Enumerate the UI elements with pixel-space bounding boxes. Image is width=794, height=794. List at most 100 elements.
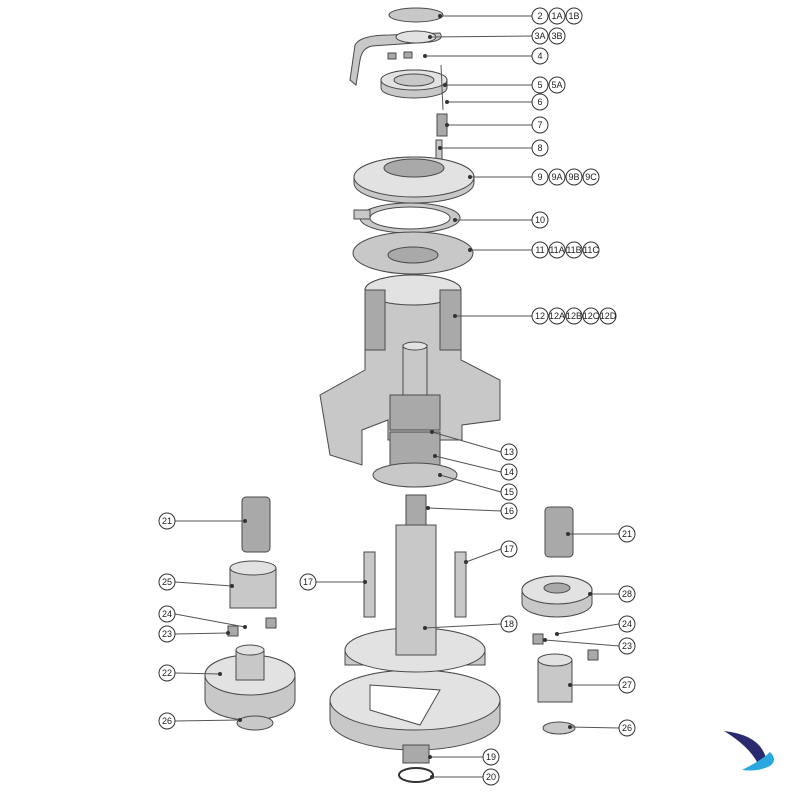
right-roller-bearing-part bbox=[544, 506, 574, 558]
bottom-bearing-part bbox=[402, 744, 430, 764]
base-spindle-part bbox=[395, 524, 437, 656]
leader-line bbox=[431, 431, 502, 453]
parts bbox=[204, 7, 599, 783]
callout-bottom-ring: 20 bbox=[430, 768, 500, 786]
callout-gear-pin-right: 17 bbox=[464, 540, 518, 564]
left-pawl-part bbox=[227, 625, 239, 637]
logo-dark-swoosh bbox=[724, 731, 767, 768]
callout-circle bbox=[158, 573, 176, 591]
callout-label: 23 bbox=[162, 629, 172, 639]
callout-label: 6 bbox=[537, 97, 542, 107]
roller-bearing-upper-part bbox=[389, 394, 441, 431]
callout-label: 17 bbox=[303, 577, 313, 587]
leader-dot bbox=[468, 248, 472, 252]
callout-label: 12C bbox=[583, 311, 600, 321]
callout-circle bbox=[158, 712, 176, 730]
gear-pin-part bbox=[363, 551, 376, 618]
callout-thrust-washer: 15 bbox=[438, 473, 518, 501]
leader-dot bbox=[453, 218, 457, 222]
leader-dot bbox=[588, 592, 592, 596]
callout-circle bbox=[548, 7, 566, 25]
callout-label: 1B bbox=[568, 11, 579, 21]
left-washer-part bbox=[236, 715, 274, 731]
leader-dot bbox=[453, 314, 457, 318]
callout-left-small-gear: 25 bbox=[158, 573, 234, 591]
callout-left-washer: 26 bbox=[158, 712, 242, 730]
callout-label: 5 bbox=[537, 80, 542, 90]
leader-dot bbox=[464, 560, 468, 564]
callout-circle bbox=[565, 168, 583, 186]
callout-label: 20 bbox=[486, 772, 496, 782]
pawl-part bbox=[403, 51, 413, 59]
leader-dot bbox=[226, 631, 230, 635]
bottom-ring-part bbox=[398, 767, 434, 783]
callout-base-spindle: 18 bbox=[423, 615, 518, 633]
callout-label: 16 bbox=[504, 506, 514, 516]
leader-line bbox=[429, 35, 533, 38]
callout-label: 9C bbox=[585, 172, 597, 182]
callout-left-pawl: 23 bbox=[158, 625, 230, 643]
left-roller-bearing-part bbox=[241, 496, 271, 553]
callout-label: 24 bbox=[162, 609, 172, 619]
leader-dot bbox=[445, 123, 449, 127]
callout-pin: 6 bbox=[445, 93, 549, 111]
callout-circle bbox=[531, 211, 549, 229]
callout-circle bbox=[582, 307, 600, 325]
callout-circle bbox=[599, 307, 617, 325]
callout-label: 21 bbox=[162, 516, 172, 526]
callout-left-roller-bearing: 21 bbox=[158, 512, 247, 530]
callout-circle bbox=[582, 241, 600, 259]
callout-left-spring: 24 bbox=[158, 605, 247, 629]
callout-label: 9A bbox=[551, 172, 562, 182]
leader-dot bbox=[423, 626, 427, 630]
leader-dot bbox=[433, 454, 437, 458]
disc-part bbox=[388, 7, 444, 23]
callout-circle bbox=[500, 615, 518, 633]
callout-label: 26 bbox=[162, 716, 172, 726]
leader-line bbox=[174, 719, 241, 722]
callout-circle bbox=[531, 307, 549, 325]
callout-circle bbox=[531, 139, 549, 157]
callout-pawls: 4 bbox=[423, 47, 549, 65]
callout-label: 27 bbox=[622, 680, 632, 690]
callout-circle bbox=[500, 540, 518, 558]
leader-dot bbox=[430, 430, 434, 434]
callout-label: 8 bbox=[537, 143, 542, 153]
callout-label: 9 bbox=[537, 172, 542, 182]
callout-label: 12B bbox=[566, 311, 582, 321]
leader-dot bbox=[218, 672, 222, 676]
callout-label: 15 bbox=[504, 487, 514, 497]
callout-label: 22 bbox=[162, 668, 172, 678]
leader-dot bbox=[543, 638, 547, 642]
callout-label: 12 bbox=[535, 311, 545, 321]
callout-circle bbox=[565, 307, 583, 325]
spline-part bbox=[405, 494, 427, 526]
callout-circle bbox=[531, 241, 549, 259]
leader-line bbox=[174, 613, 246, 628]
callout-label: 3B bbox=[551, 31, 562, 41]
callout-label: 25 bbox=[162, 577, 172, 587]
right-washer-part bbox=[542, 721, 576, 735]
callout-right-pawl: 23 bbox=[543, 637, 636, 655]
callout-label: 7 bbox=[537, 120, 542, 130]
callout-circle bbox=[158, 605, 176, 623]
callout-circle bbox=[548, 241, 566, 259]
leader-dot bbox=[428, 755, 432, 759]
callout-circle bbox=[158, 625, 176, 643]
callout-circle bbox=[618, 637, 636, 655]
callout-circle bbox=[482, 748, 500, 766]
callout-label: 11A bbox=[549, 245, 564, 255]
callout-label: 3A bbox=[534, 31, 545, 41]
callout-label: 4 bbox=[537, 51, 542, 61]
leader-dot bbox=[555, 632, 559, 636]
callout-label: 21 bbox=[622, 529, 632, 539]
leader-line bbox=[427, 507, 502, 512]
callout-circle bbox=[158, 512, 176, 530]
callout-label: 5A bbox=[551, 80, 562, 90]
callout-right-pinion: 27 bbox=[568, 676, 636, 694]
callout-circle bbox=[618, 676, 636, 694]
right-pawl-part bbox=[532, 633, 544, 645]
callout-label: 12D bbox=[600, 311, 617, 321]
callout-circle bbox=[618, 585, 636, 603]
